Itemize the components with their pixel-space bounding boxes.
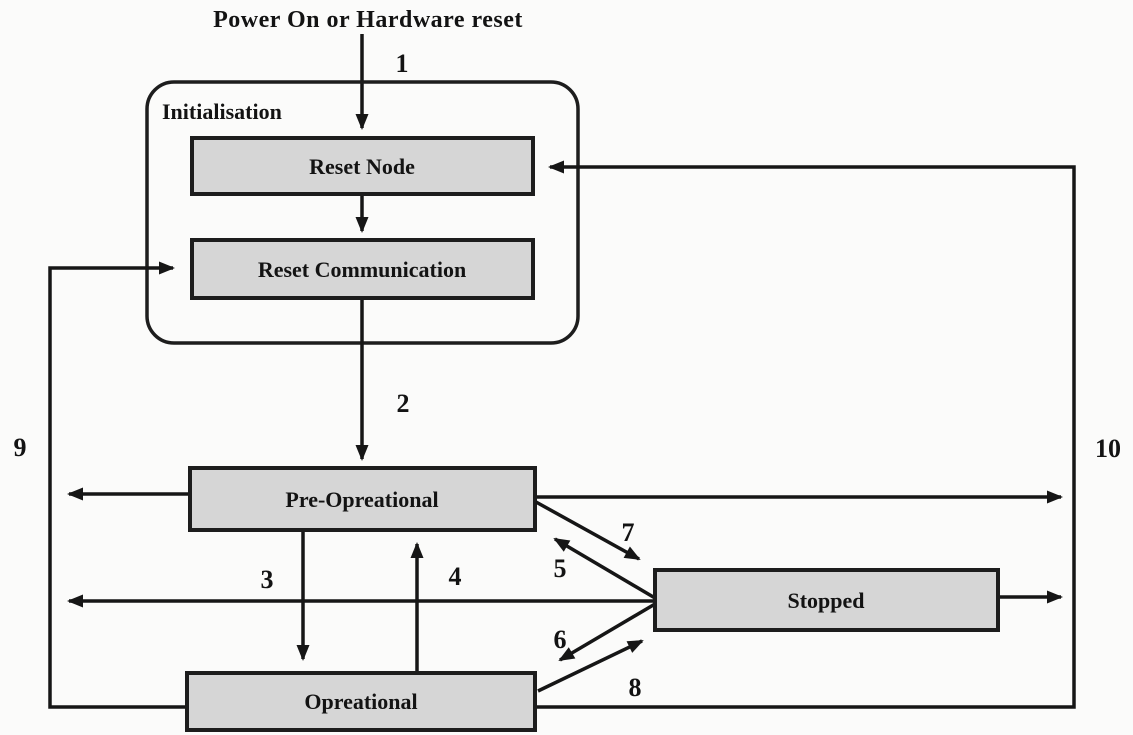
- transition-label-5: 5: [554, 554, 567, 583]
- transition-label-7: 7: [622, 518, 635, 547]
- transition-label-4: 4: [449, 562, 462, 591]
- transition-line-6: [558, 602, 656, 662]
- transition-label-10: 10: [1095, 434, 1121, 463]
- state-label-reset-node: Reset Node: [309, 154, 415, 179]
- initialisation-group-label: Initialisation: [162, 99, 282, 124]
- transition-label-1: 1: [396, 49, 409, 78]
- state-box-stopped: [653, 568, 1000, 632]
- state-label-pre-operational: Pre-Opreational: [285, 487, 438, 512]
- transition-label-6: 6: [554, 625, 567, 654]
- transition-line-9-bus: [48, 261, 187, 709]
- state-box-pre-operational: [188, 466, 537, 532]
- state-label-operational: Opreational: [304, 689, 417, 714]
- transition-label-9: 9: [14, 433, 27, 462]
- transition-line-7: [535, 500, 641, 561]
- state-box-operational: [185, 671, 537, 732]
- state-box-reset-communication: [190, 238, 535, 300]
- state-label-reset-communication: Reset Communication: [258, 257, 466, 282]
- diagram-title: Power On or Hardware reset: [213, 7, 523, 33]
- transition-label-8: 8: [629, 673, 642, 702]
- transition-line-10-bus: [535, 160, 1076, 709]
- state-box-reset-node: [190, 136, 535, 196]
- transition-label-3: 3: [261, 565, 274, 594]
- transition-line-8: [537, 639, 644, 693]
- state-label-stopped: Stopped: [787, 588, 864, 613]
- transition-line-5: [553, 537, 656, 600]
- transition-label-2: 2: [397, 389, 410, 418]
